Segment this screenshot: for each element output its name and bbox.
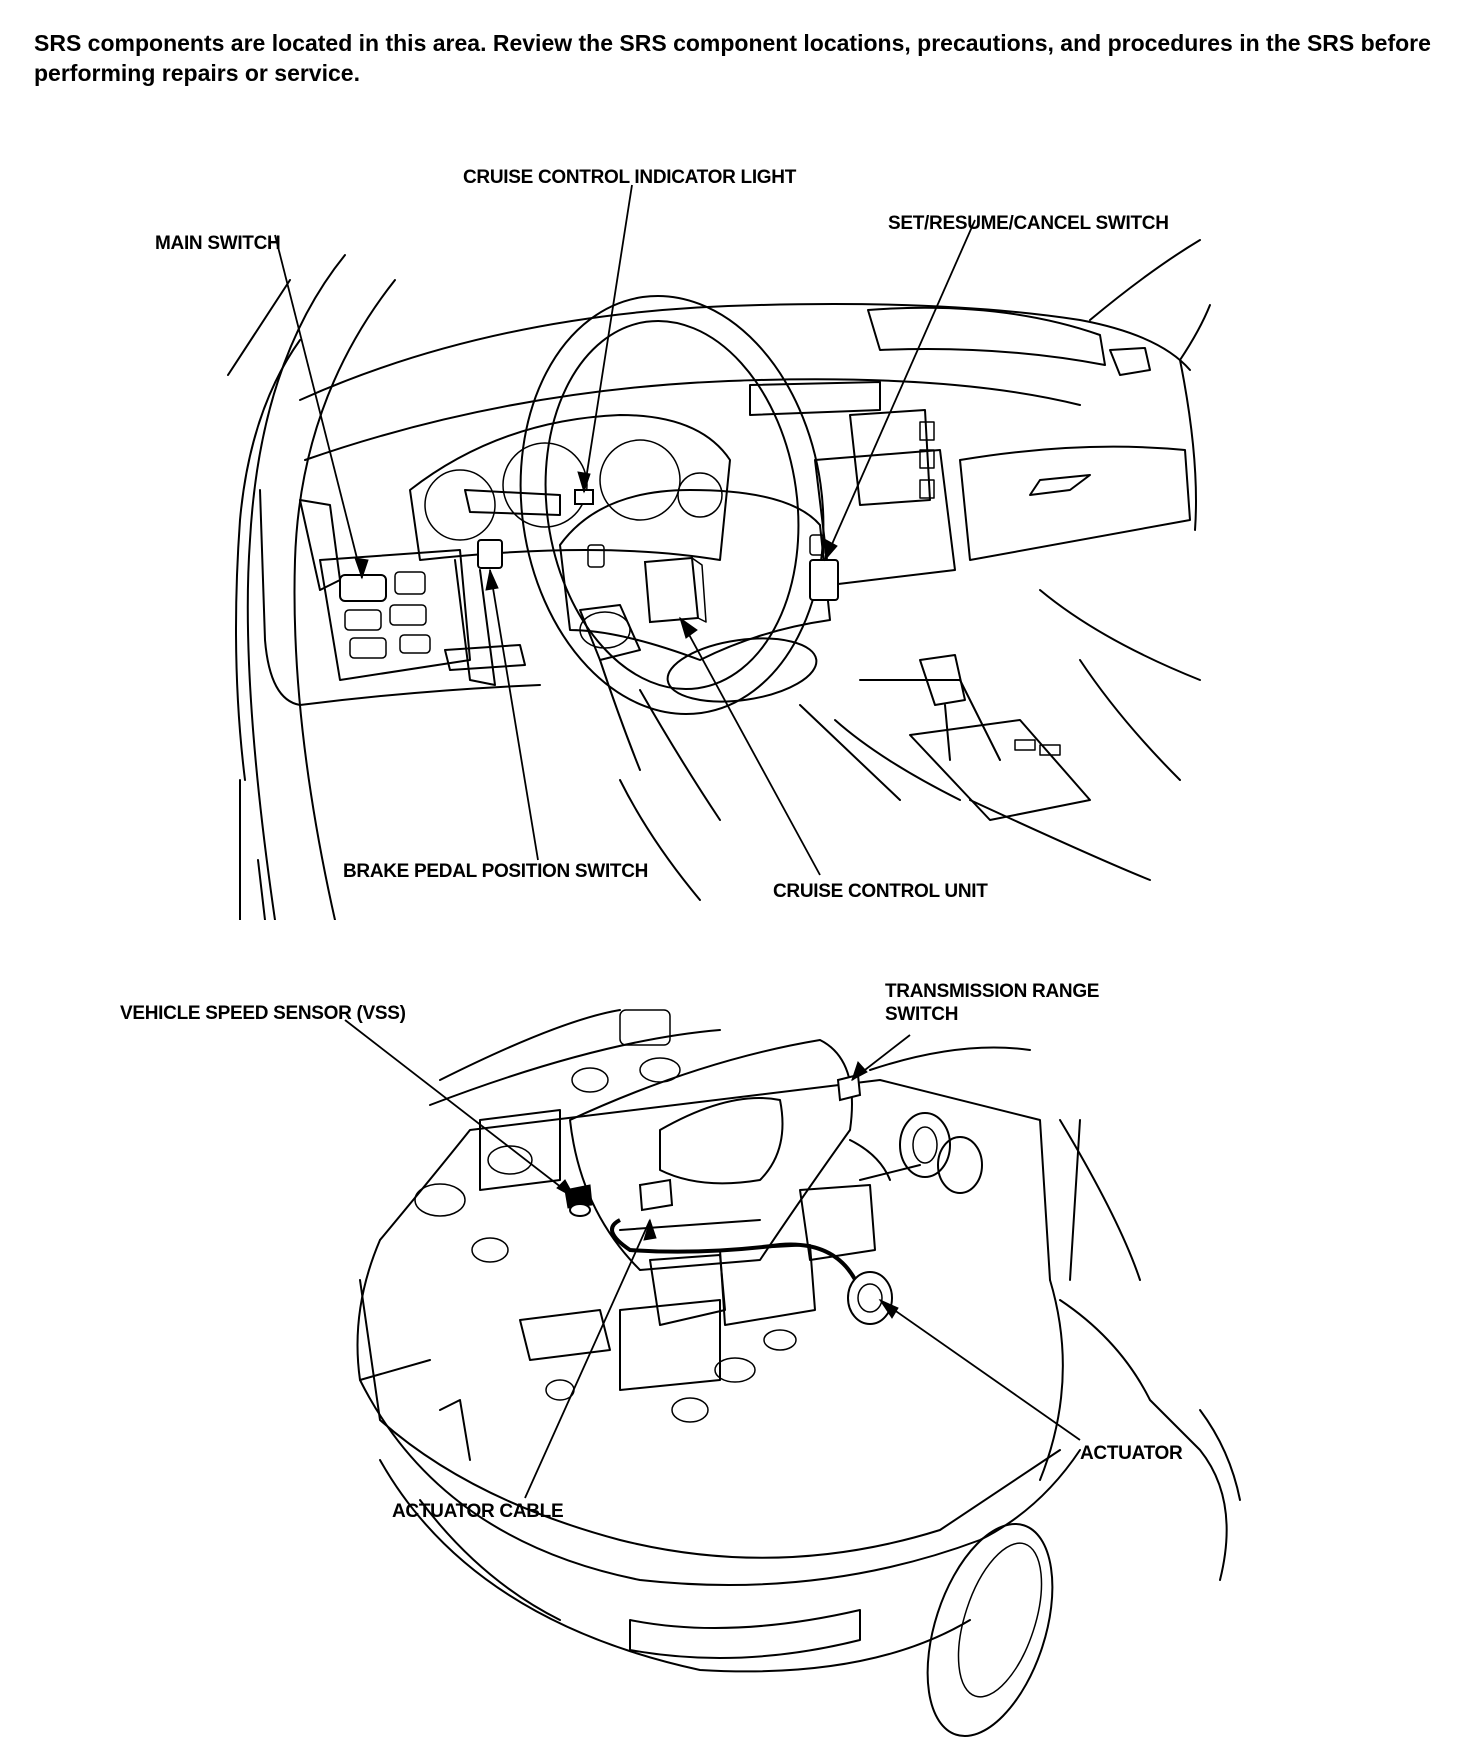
label-cruise-control-unit: CRUISE CONTROL UNIT <box>773 881 988 902</box>
label-vehicle-speed-sensor: VEHICLE SPEED SENSOR (VSS) <box>120 1003 406 1024</box>
vehicle-speed-sensor-shape <box>564 1184 593 1209</box>
label-brake-pedal-switch: BRAKE PEDAL POSITION SWITCH <box>343 861 649 882</box>
engine-bay-diagram: TRANSMISSION RANGE SWITCH VEHICLE SPEED … <box>0 980 1472 1740</box>
srs-notice: SRS components are located in this area.… <box>34 30 1431 86</box>
main-switch-shape <box>339 574 387 602</box>
brake-switch-shape <box>477 539 503 569</box>
engine-bay-illustration <box>344 1009 1241 1737</box>
transmission-range-switch-shape <box>836 1073 862 1102</box>
label-actuator: ACTUATOR <box>1080 1443 1183 1464</box>
actuator-shape <box>847 1271 893 1325</box>
cruise-control-unit-shape <box>643 556 700 624</box>
dashboard-illustration <box>227 184 1211 920</box>
dashboard-diagram: CRUISE CONTROL INDICATOR LIGHT SET/RESUM… <box>0 160 1472 920</box>
set-resume-cancel-switch-shape <box>809 559 839 601</box>
label-transmission-range-switch: TRANSMISSION RANGE SWITCH <box>885 981 1100 1025</box>
label-indicator-light: CRUISE CONTROL INDICATOR LIGHT <box>463 167 797 188</box>
label-actuator-cable: ACTUATOR CABLE <box>392 1501 564 1522</box>
label-set-resume-cancel: SET/RESUME/CANCEL SWITCH <box>888 213 1169 234</box>
label-main-switch: MAIN SWITCH <box>155 233 281 254</box>
